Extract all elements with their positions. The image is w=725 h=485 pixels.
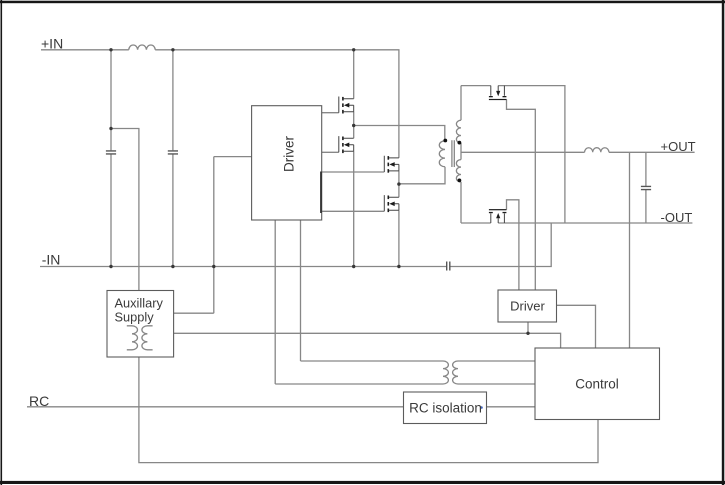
svg-text:RC isolation: RC isolation	[409, 400, 482, 415]
svg-text:RC: RC	[29, 393, 49, 409]
svg-text:Driver: Driver	[282, 135, 297, 172]
svg-text:+IN: +IN	[41, 36, 63, 52]
svg-text:-IN: -IN	[42, 251, 61, 267]
svg-text:-OUT: -OUT	[661, 210, 693, 225]
svg-text:+OUT: +OUT	[661, 139, 696, 154]
svg-text:Auxillary: Auxillary	[115, 296, 164, 311]
svg-text:Control: Control	[575, 376, 619, 391]
svg-text:Supply: Supply	[115, 310, 155, 325]
svg-text:Driver: Driver	[510, 299, 545, 314]
